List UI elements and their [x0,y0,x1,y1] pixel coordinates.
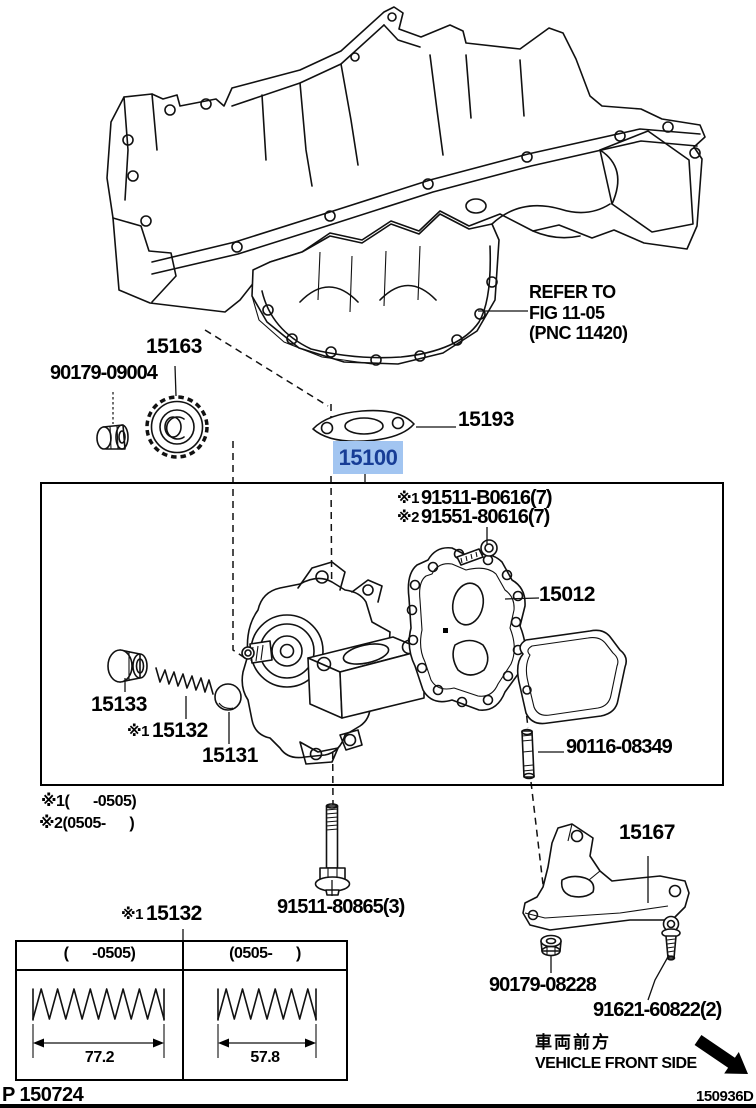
part-number-text: 91551-80616(7) [420,506,550,528]
ref-mark-2-icon: ※2 [397,509,419,526]
part-number-text: 91511-B0616(7) [420,487,553,509]
vehicle-front-arrow-icon [694,1035,748,1074]
part-label-90179-09004[interactable]: 90179-09004 [50,362,158,384]
part-label-15012[interactable]: 15012 [539,583,595,606]
engine-block-drawing [106,6,706,366]
bracket-bolt-drawing [661,915,681,961]
part-label-90179-08228[interactable]: 90179-08228 [489,974,597,996]
spring-length-late: 57.8 [250,1049,280,1066]
footnote-1: ※1( -0505) [41,793,137,810]
ref-mark-1-icon: ※1 [121,906,143,923]
part-label-91621-60822[interactable]: 91621-60822(2) [593,999,722,1021]
bracket-drawing [522,823,690,931]
gasket-drawing [312,409,415,443]
part-label-15100[interactable]: 15100 [333,441,403,474]
ref-mark-1-icon: ※1 [397,490,419,507]
part-label-15131[interactable]: 15131 [202,744,258,767]
stud-bolt-drawing [521,728,535,780]
part-label-90116-08349[interactable]: 90116-08349 [566,736,673,758]
part-label-15163[interactable]: 15163 [146,335,202,358]
ref-mark-1-icon: ※1 [127,723,149,740]
sprocket-drawing [145,395,209,459]
leader-lines [112,310,670,1001]
bracket-nut-drawing [540,934,562,957]
table-header-early: ( -0505) [63,945,136,962]
drawing-code: 150936D [696,1088,754,1105]
vehicle-front-label-jp: 車両前方 [535,1033,611,1052]
spring-length-early: 77.2 [84,1049,115,1066]
relief-plug-drawing [107,649,148,683]
vehicle-front-label-en: VEHICLE FRONT SIDE [535,1055,697,1072]
cover-bolt-drawing [456,539,498,566]
oil-strainer-drawing [516,629,627,725]
parts-group-box [40,482,724,786]
table-header-late: (0505- ) [229,945,301,962]
figure-number: P 150724 [2,1084,84,1106]
refer-to-note: REFER TO FIG 11-05 (PNC 11420) [529,282,628,344]
spring-length-table [15,940,348,1081]
relief-spring-drawing [155,667,214,695]
refer-to-line2: FIG 11-05 [529,302,605,323]
footnote-2: ※2(0505- ) [39,815,135,832]
relief-ball-drawing [214,683,242,711]
refer-to-line1: REFER TO [529,282,616,302]
part-label-91511-80865[interactable]: 91511-80865(3) [277,896,405,918]
sprocket-nut-drawing [96,424,129,450]
part-label-15193[interactable]: 15193 [458,408,514,431]
refer-to-line3: (PNC 11420) [529,323,628,343]
part-number-text: 15132 [151,719,208,742]
oil-pump-body-drawing [241,561,425,765]
part-label-15133[interactable]: 15133 [91,693,147,716]
page-bottom-edge [0,1104,756,1108]
part-number-text: 15132 [145,902,202,925]
pump-cover-drawing [406,546,527,711]
part-label-15167[interactable]: 15167 [619,821,675,844]
